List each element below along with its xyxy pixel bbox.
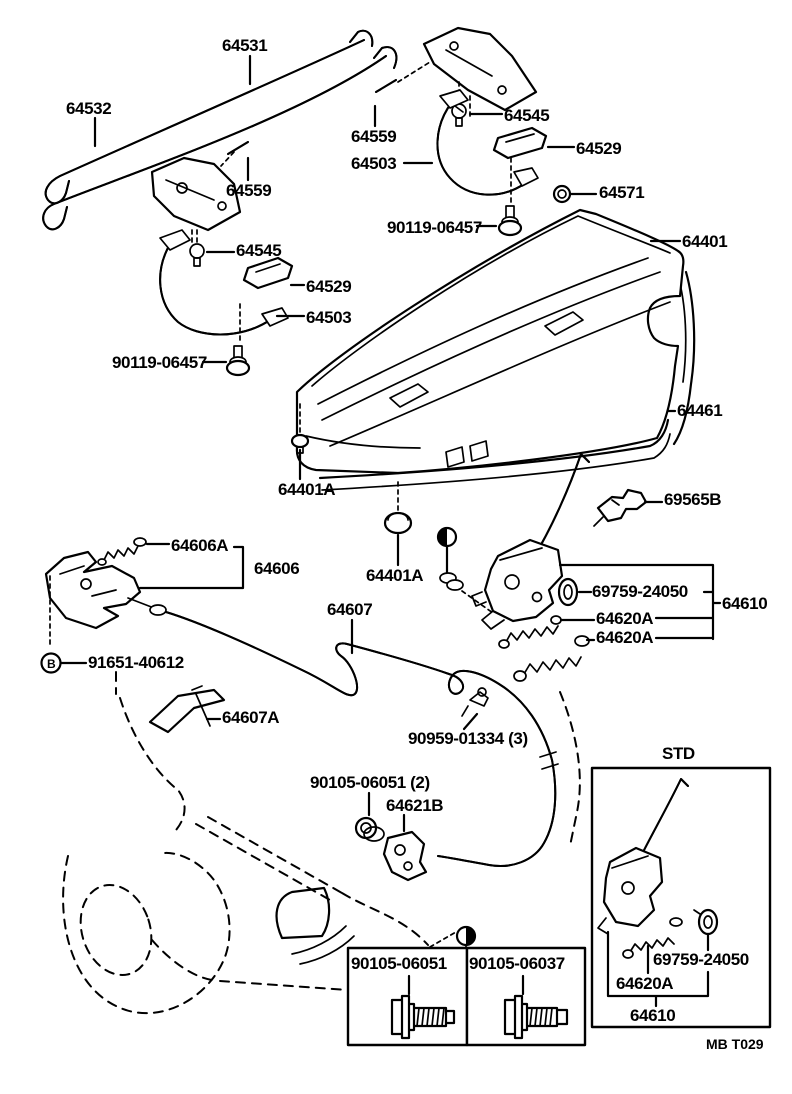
part-label-69759-std: 69759-24050 <box>653 950 749 969</box>
part-label-64401a-1: 64401A <box>278 480 336 499</box>
part-label-90119-top: 90119-06457 <box>387 218 482 237</box>
bolt-box-right <box>465 946 587 1047</box>
part-label-64529-top: 64529 <box>576 139 622 158</box>
part-label-64606a: 64606A <box>171 536 229 555</box>
part-label-64401: 64401 <box>682 232 728 251</box>
release-cable <box>164 610 559 868</box>
hinge-assembly-right <box>374 26 572 237</box>
bolt-box-left <box>346 946 469 1047</box>
part-label-64529-left: 64529 <box>306 277 352 296</box>
part-label-90105-06051: 90105-06051 <box>351 954 447 973</box>
part-label-90105-06037: 90105-06037 <box>469 954 565 973</box>
part-label-64610-std: 64610 <box>630 1006 676 1025</box>
release-lever-assembly <box>40 537 167 674</box>
part-label-64607: 64607 <box>327 600 373 619</box>
part-label-64559-left: 64559 <box>226 181 272 200</box>
striker-clip <box>593 488 648 527</box>
part-label-64620a-1: 64620A <box>596 609 654 628</box>
part-label-64620a-std: 64620A <box>616 974 674 993</box>
part-label-64503-top: 64503 <box>351 154 397 173</box>
part-label-64531: 64531 <box>222 36 268 55</box>
car-body-outline <box>62 671 581 1015</box>
part-label-64401a-2: 64401A <box>366 566 424 585</box>
part-label-64607a: 64607A <box>222 708 280 727</box>
part-label-69565b: 69565B <box>664 490 722 509</box>
leader-lines <box>59 54 722 833</box>
part-label-91651: 91651-40612 <box>88 653 184 672</box>
part-label-64606: 64606 <box>254 559 300 578</box>
part-label-64503-left: 64503 <box>306 308 352 327</box>
part-label-64461: 64461 <box>677 401 723 420</box>
marker-b-letter: B <box>47 657 56 671</box>
part-label-90119-left: 90119-06457 <box>112 353 207 372</box>
std-variant-box <box>590 766 772 1029</box>
figure-code: MB T029 <box>706 1036 764 1052</box>
key-cylinder-housing <box>354 816 428 882</box>
part-label-90105-qty: 90105-06051 (2) <box>310 773 430 792</box>
part-label-64610: 64610 <box>722 594 768 613</box>
part-label-90959: 90959-01334 (3) <box>408 729 528 748</box>
bolt-location-marker <box>429 925 477 949</box>
cable-clip <box>148 685 226 734</box>
part-label-64545-left: 64545 <box>236 241 282 260</box>
part-label-69759: 69759-24050 <box>592 582 688 601</box>
part-label-64620a-2: 64620A <box>596 628 654 647</box>
grommets <box>290 399 413 535</box>
hinge-assembly-left <box>150 140 294 377</box>
lock-cylinder-marker <box>436 526 494 614</box>
cable-clamp <box>461 687 489 717</box>
latch-assembly <box>471 452 591 682</box>
part-label-64559-top: 64559 <box>351 127 397 146</box>
part-label-64621b: 64621B <box>386 796 444 815</box>
std-caption: STD <box>662 744 695 763</box>
part-label-64571: 64571 <box>599 183 645 202</box>
part-label-64532: 64532 <box>66 99 112 118</box>
trunk-lid-panel <box>295 208 685 475</box>
part-label-64545-top: 64545 <box>504 106 550 125</box>
